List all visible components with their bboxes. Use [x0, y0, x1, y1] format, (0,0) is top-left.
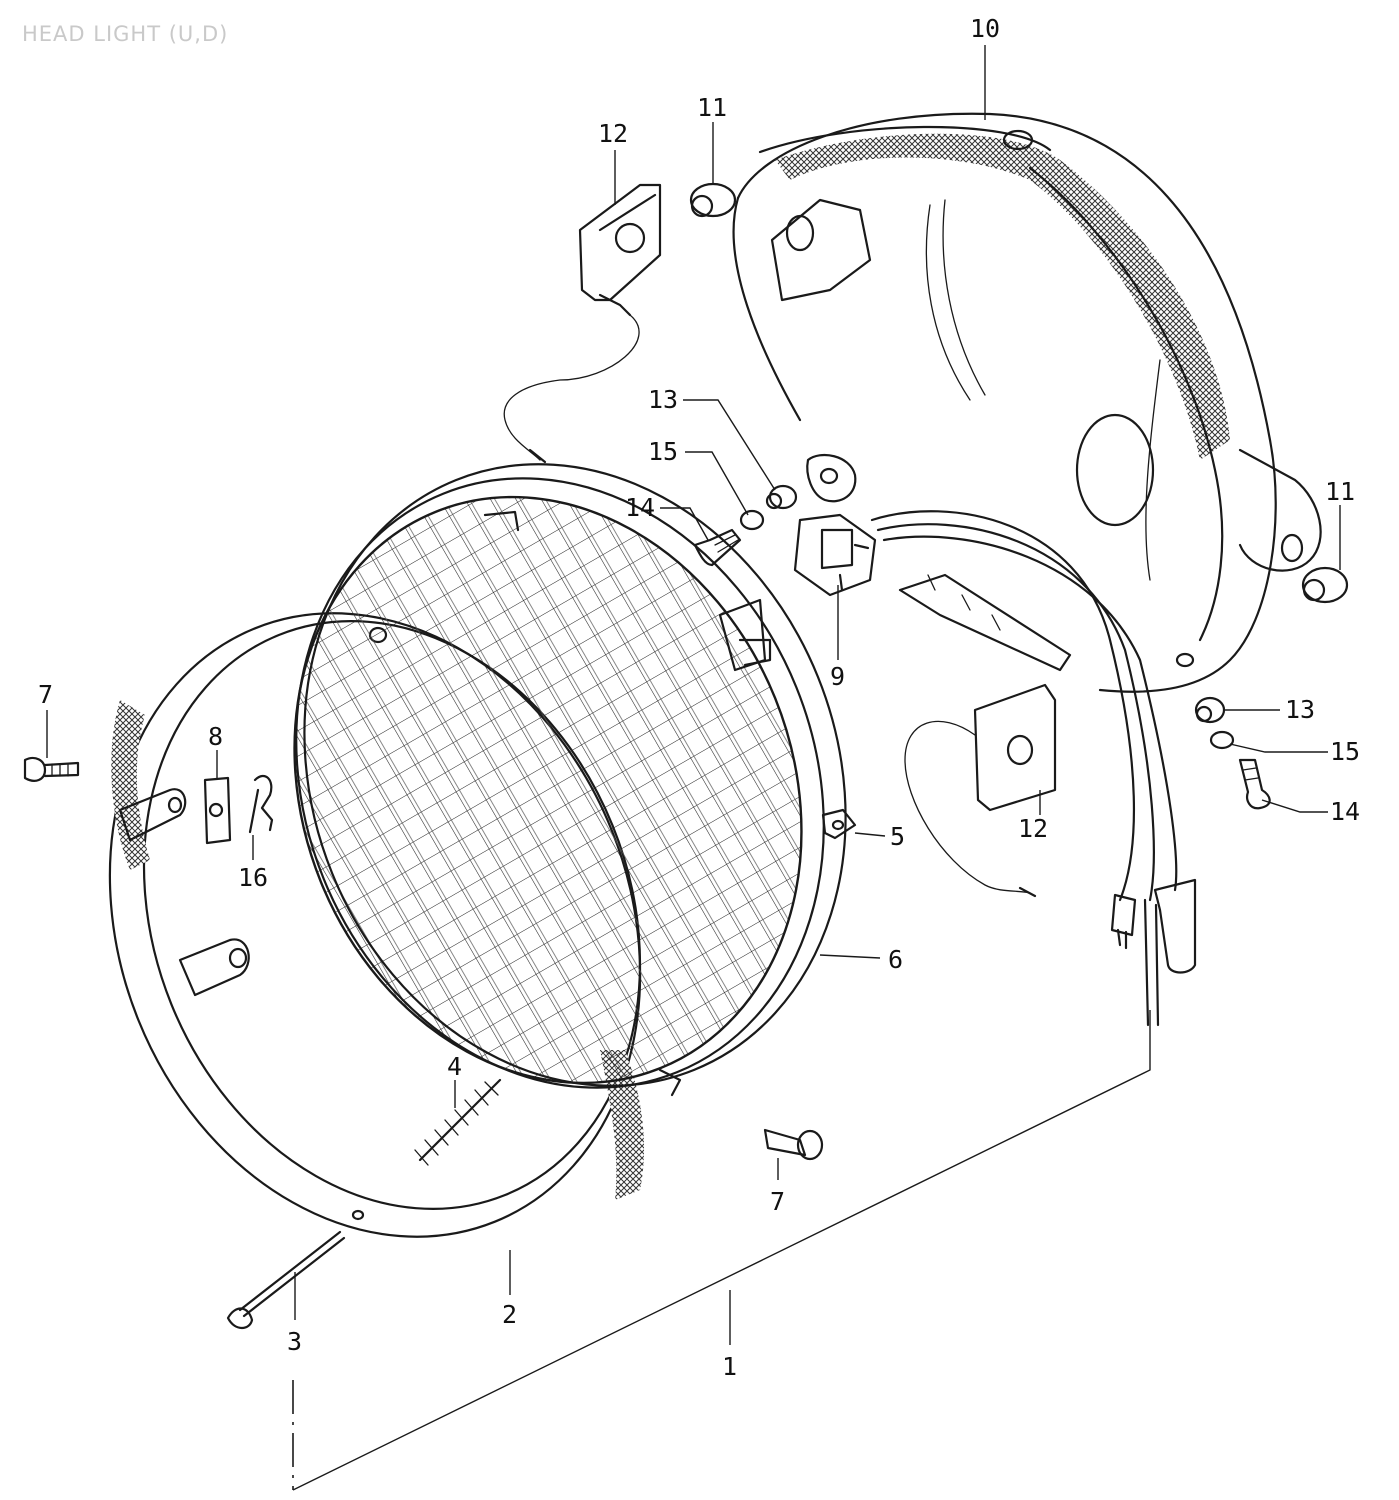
bracket-12-lower	[904, 683, 1057, 898]
spring-nut-8	[203, 776, 232, 845]
callout-15-left: 15	[648, 437, 678, 466]
callout-16: 16	[238, 863, 268, 892]
callout-8: 8	[208, 722, 223, 751]
collar-11-top	[689, 182, 737, 218]
callout-3: 3	[287, 1327, 302, 1356]
headlight-case	[732, 112, 1322, 693]
callout-2: 2	[502, 1300, 517, 1329]
nut-13-left	[765, 484, 798, 510]
bolt-14-left	[693, 528, 742, 567]
leader-lines	[46, 45, 1341, 1345]
callout-5: 5	[890, 822, 905, 851]
callout-12-top: 12	[598, 119, 628, 148]
socket-part	[793, 513, 877, 597]
wiring-harness	[870, 510, 1197, 1027]
sealed-beam-unit	[293, 463, 847, 1097]
nut-13-right	[1194, 696, 1226, 724]
callout-10: 10	[970, 14, 1000, 43]
screw-7-left	[23, 756, 80, 782]
callout-11-right: 11	[1325, 477, 1355, 506]
collar-11-right	[1301, 566, 1349, 604]
callout-15-right: 15	[1330, 737, 1360, 766]
callout-7-bottom: 7	[770, 1187, 785, 1216]
nut-5	[821, 808, 857, 840]
callout-13-right: 13	[1285, 695, 1315, 724]
bolt-14-right	[1238, 758, 1271, 810]
callout-11-top: 11	[697, 93, 727, 122]
spring-clip-16	[248, 774, 274, 834]
callout-14-right: 14	[1330, 797, 1360, 826]
callout-1: 1	[722, 1352, 737, 1381]
screw-7-bottom	[763, 1128, 824, 1161]
washer-15-right	[1209, 730, 1235, 750]
leader-1	[292, 1010, 1151, 1491]
washer-15-left	[739, 509, 765, 531]
callout-4: 4	[447, 1052, 462, 1081]
callout-9: 9	[830, 662, 845, 691]
bracket-12-top	[503, 183, 662, 464]
callout-13-left: 13	[648, 385, 678, 414]
callout-12-lower: 12	[1018, 814, 1048, 843]
callout-labels: 10 11 12 13 15 14 9 11 13 15 14 12 5 6 7…	[38, 14, 1360, 1381]
callout-14-left: 14	[625, 493, 655, 522]
callout-7-left: 7	[38, 680, 53, 709]
diagram-title: HEAD LIGHT (U,D)	[22, 22, 229, 46]
spring-4	[414, 1078, 502, 1166]
callout-6: 6	[888, 945, 903, 974]
screw-3	[226, 1230, 346, 1330]
